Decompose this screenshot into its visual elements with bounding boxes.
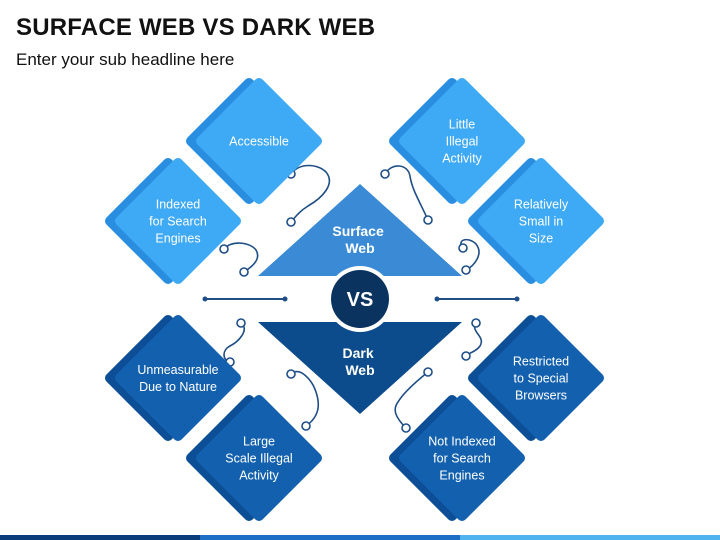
divider-dot (434, 296, 440, 302)
card-text-line: Not Indexed (428, 435, 495, 449)
card-diamond (196, 395, 322, 521)
card-diamond (115, 315, 241, 441)
connector-dot (461, 265, 471, 275)
card-diamond (115, 158, 241, 284)
card-text-line: Accessible (229, 135, 289, 149)
connector-little (384, 165, 429, 221)
card-text-line: for Search (149, 215, 207, 229)
card-diamond (478, 315, 604, 441)
card-text-line: for Search (433, 452, 491, 466)
divider-dot (282, 296, 288, 302)
connector-unmeasurable (223, 322, 245, 363)
card-text-line: Engines (439, 469, 484, 483)
card-text-line: Small in (519, 215, 564, 229)
card-diamond (399, 395, 525, 521)
card-text-line: Browsers (515, 389, 567, 403)
card-text-line: Large (243, 435, 275, 449)
surface-web-label-line: Surface (332, 223, 384, 239)
dark-web-triangle (258, 322, 462, 414)
connector-dot (423, 367, 433, 377)
card-text-line: to Special (514, 372, 569, 386)
connector-dot (458, 243, 468, 253)
card-diamond (196, 78, 322, 204)
card-text-line: Engines (155, 232, 200, 246)
dark-web-label-line: Dark (342, 345, 373, 361)
connector-dot (286, 217, 296, 227)
connector-indexed (223, 242, 259, 273)
divider-lines (202, 296, 520, 302)
card-text: Accessible (229, 135, 289, 149)
card-text-line: Illegal (446, 135, 479, 149)
card-text-line: Indexed (156, 198, 201, 212)
dark-web-label-line: Web (345, 362, 374, 378)
divider-dot (202, 296, 208, 302)
bottom-bar-segment (200, 535, 460, 540)
connector-large (290, 370, 320, 427)
connector-dot (380, 169, 390, 179)
surface-web-label-line: Web (345, 240, 374, 256)
connector-dot (286, 369, 296, 379)
divider-dot (514, 296, 520, 302)
connector-restricted (465, 322, 483, 357)
connector-dot (401, 423, 411, 433)
dark-web-label: Dark Web (342, 345, 377, 378)
card-diamond (478, 158, 604, 284)
connector-dot (461, 351, 471, 361)
card-text-line: Size (529, 232, 553, 246)
card-accessible: Accessible (186, 78, 322, 204)
connector-dot (239, 267, 249, 277)
card-text-line: Due to Nature (139, 380, 217, 394)
page-subtitle: Enter your sub headline here (16, 50, 235, 69)
surface-web-triangle (258, 184, 462, 276)
connector-dot (423, 215, 433, 225)
card-text-line: Restricted (513, 355, 569, 369)
connector-notindexed (394, 371, 429, 429)
connector-dot (471, 318, 481, 328)
card-text-line: Little (449, 118, 475, 132)
card-text-line: Activity (442, 152, 482, 166)
connector-dot (301, 421, 311, 431)
connector-accessible (290, 164, 331, 223)
card-text-line: Unmeasurable (137, 363, 218, 377)
connector-small (460, 238, 480, 271)
bottom-bar-segment (0, 535, 200, 540)
bottom-bar-segment (460, 535, 720, 540)
page-title: SURFACE WEB VS DARK WEB (16, 14, 376, 41)
card-text-line: Relatively (514, 198, 569, 212)
surface-web-label: Surface Web (332, 223, 387, 256)
card-text-line: Scale Illegal (225, 452, 292, 466)
connector-dot (236, 318, 246, 328)
vs-circle (331, 270, 389, 328)
card-diamond (399, 78, 525, 204)
card-text-line: Activity (239, 469, 279, 483)
vs-label: VS (347, 289, 374, 311)
connector-dot (219, 244, 229, 254)
bottom-color-bar (0, 535, 720, 540)
